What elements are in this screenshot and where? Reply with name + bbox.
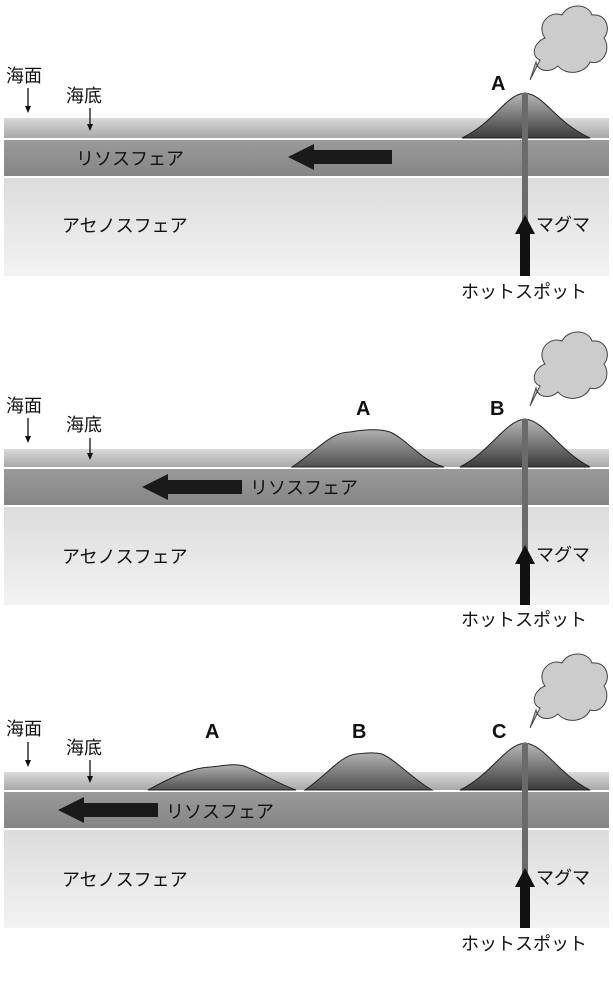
ocean-layer bbox=[4, 772, 609, 790]
volcano-label-a: A bbox=[491, 73, 505, 95]
asthenosphere-layer bbox=[4, 830, 609, 928]
volcano-label-a: A bbox=[356, 398, 370, 420]
magma-conduit bbox=[522, 93, 528, 276]
lithosphere-layer bbox=[4, 469, 609, 505]
volcano-label-b: B bbox=[352, 721, 366, 743]
lithosphere-label: リソスフェア bbox=[166, 802, 274, 823]
seafloor-label: 海底 bbox=[66, 415, 102, 436]
magma-arrow-head bbox=[515, 868, 535, 887]
sea-surface-label: 海面 bbox=[6, 396, 42, 417]
panel-3: 海面 海底 リソスフェア アセノスフェア マグマ ホットスポット A B C bbox=[4, 653, 609, 955]
panel-1: 海面 海底 リソスフェア アセノスフェア マグマ ホットスポット A bbox=[4, 5, 609, 303]
volcano-b bbox=[303, 752, 434, 791]
magma-label: マグマ bbox=[536, 215, 590, 236]
asthenosphere-layer bbox=[4, 178, 609, 276]
volcano-label-b: B bbox=[490, 398, 504, 420]
volcano-label-c: C bbox=[492, 721, 506, 743]
sea-surface-label: 海面 bbox=[6, 719, 42, 740]
plate-motion-arrow-head bbox=[142, 474, 168, 500]
lithosphere-label: リソスフェア bbox=[76, 149, 184, 170]
hotspot-label: ホットスポット bbox=[461, 282, 587, 303]
magma-arrow-head bbox=[515, 545, 535, 564]
lithosphere-label: リソスフェア bbox=[250, 478, 358, 499]
magma-arrow-shaft bbox=[520, 885, 530, 928]
volcano-label-a: A bbox=[205, 721, 219, 743]
magma-arrow-head bbox=[515, 215, 535, 234]
volcano-a bbox=[147, 764, 297, 791]
plate-motion-arrow-shaft bbox=[312, 150, 392, 164]
plate-motion-arrow-shaft bbox=[166, 480, 242, 494]
eruption-cloud bbox=[529, 653, 608, 729]
panel-2: 海面 海底 リソスフェア アセノスフェア マグマ ホットスポット A B bbox=[4, 331, 609, 631]
eruption-cloud bbox=[529, 5, 608, 81]
volcano-a bbox=[290, 429, 445, 468]
asthenosphere-label: アセノスフェア bbox=[62, 216, 188, 237]
magma-label: マグマ bbox=[536, 868, 590, 889]
sea-surface-label: 海面 bbox=[6, 66, 42, 87]
plate-motion-arrow-shaft bbox=[82, 803, 158, 817]
asthenosphere-label: アセノスフェア bbox=[62, 547, 188, 568]
magma-conduit bbox=[522, 419, 528, 605]
hotspot-label: ホットスポット bbox=[461, 934, 587, 955]
plate-motion-arrow-head bbox=[288, 144, 314, 170]
ocean-layer bbox=[4, 118, 609, 138]
asthenosphere-label: アセノスフェア bbox=[62, 870, 188, 891]
magma-conduit bbox=[522, 743, 528, 928]
plate-motion-arrow-head bbox=[58, 797, 84, 823]
magma-label: マグマ bbox=[536, 545, 590, 566]
magma-arrow-shaft bbox=[520, 232, 530, 276]
eruption-cloud bbox=[529, 331, 608, 407]
magma-arrow-shaft bbox=[520, 562, 530, 605]
asthenosphere-layer bbox=[4, 507, 609, 605]
seafloor-label: 海底 bbox=[66, 86, 102, 107]
seafloor-label: 海底 bbox=[66, 738, 102, 759]
hotspot-label: ホットスポット bbox=[461, 610, 587, 631]
